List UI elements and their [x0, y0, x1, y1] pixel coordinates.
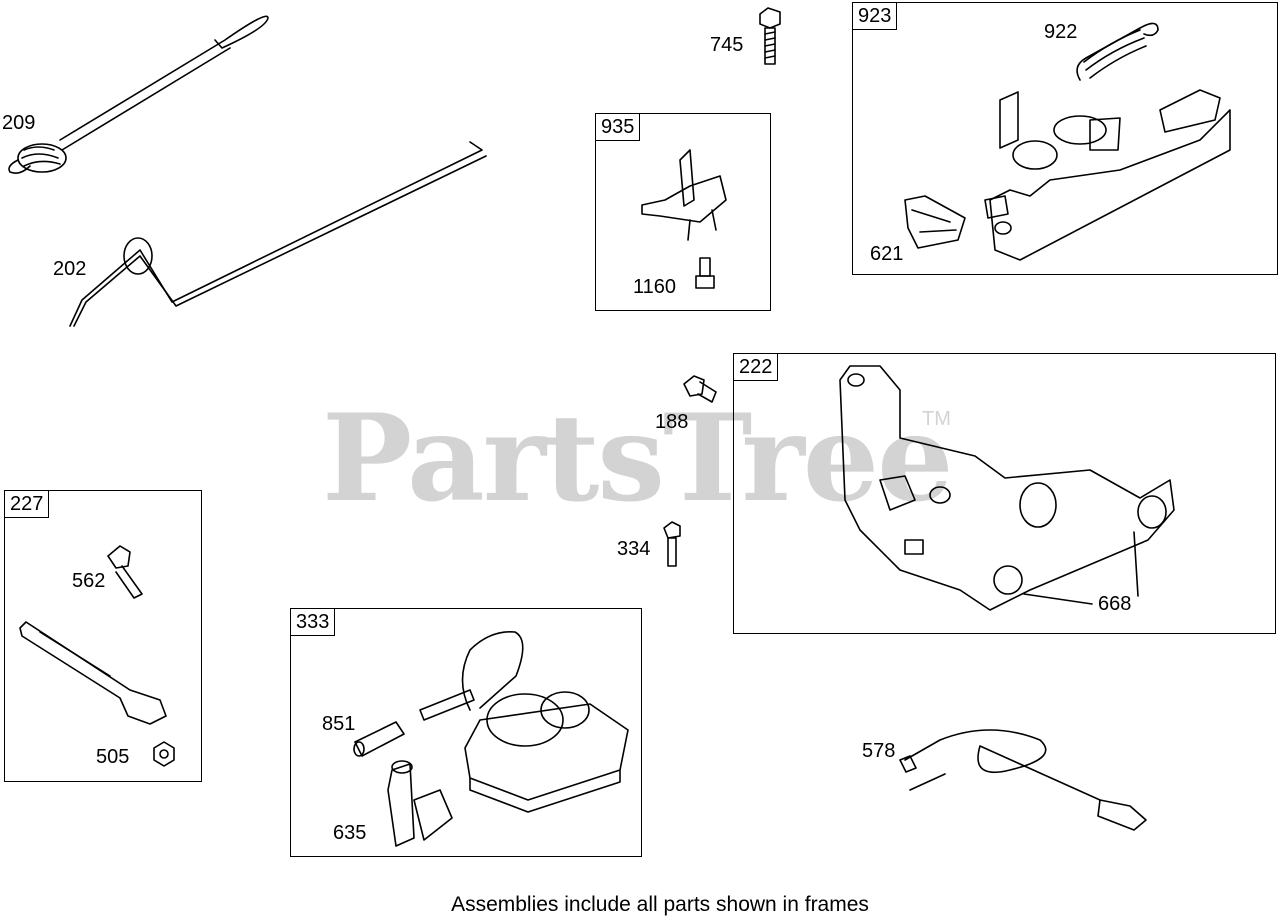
frame-label-333: 333: [290, 608, 336, 636]
callout-745: 745: [710, 34, 744, 56]
part-333-ignition-module: [419, 631, 629, 813]
part-745-bolt: [759, 7, 781, 65]
part-851-terminal: [353, 721, 405, 757]
frame-333: 333: [290, 608, 642, 857]
part-922-spring: [1076, 22, 1159, 81]
callout-1160: 1160: [633, 276, 677, 298]
part-209-spring-rod: [8, 15, 269, 174]
frame-923: 923: [852, 2, 1278, 275]
callout-922: 922: [1044, 21, 1078, 43]
callout-505: 505: [96, 746, 130, 768]
leader-668-a: [1023, 593, 1093, 605]
callout-334: 334: [617, 538, 651, 560]
leader-668-b: [1133, 531, 1139, 597]
part-505-nut: [153, 741, 175, 767]
part-334-screw: [663, 521, 681, 567]
part-562-bolt: [107, 545, 143, 599]
callout-668: 668: [1098, 593, 1132, 615]
frame-227: 227: [4, 490, 202, 782]
callout-188: 188: [655, 411, 689, 433]
callout-202: 202: [53, 258, 87, 280]
part-621-clip: [904, 195, 966, 249]
part-505-strap: [19, 621, 167, 725]
callout-562: 562: [72, 570, 106, 592]
frame-label-222: 222: [733, 353, 779, 381]
part-578-wire: [899, 729, 1147, 831]
part-1160-screw: [695, 257, 715, 289]
callout-621: 621: [870, 243, 904, 265]
part-202-rod: [69, 141, 487, 327]
callout-851: 851: [322, 713, 356, 735]
callout-635: 635: [333, 822, 367, 844]
callout-578: 578: [862, 740, 896, 762]
part-635-spark-boot: [387, 760, 453, 847]
callout-209: 209: [2, 112, 36, 134]
part-923-governor-assembly: [984, 89, 1231, 261]
frame-222: 222: [733, 353, 1276, 634]
footer-note: Assemblies include all parts shown in fr…: [451, 893, 869, 916]
frame-label-935: 935: [595, 113, 641, 141]
frame-label-227: 227: [4, 490, 50, 518]
part-188-screw: [683, 375, 717, 403]
part-222-control-bracket: [839, 365, 1175, 611]
frame-935: 935: [595, 113, 771, 311]
trademark-mark: TM: [922, 408, 951, 430]
frame-label-923: 923: [852, 2, 898, 30]
part-935-bracket: [641, 149, 727, 241]
